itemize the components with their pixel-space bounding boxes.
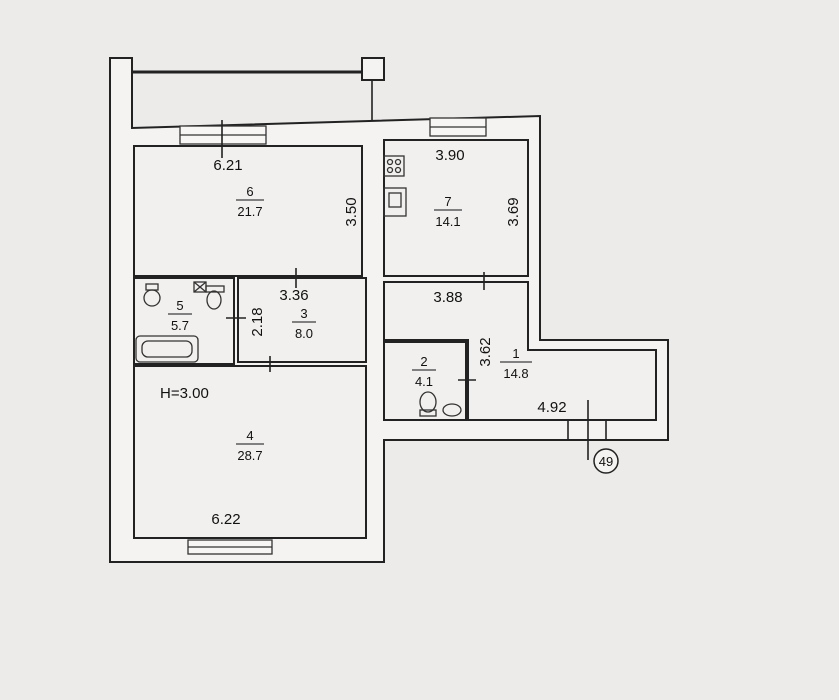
- dim-room6-width: 6.21: [213, 157, 242, 174]
- room-3-number: 3: [300, 306, 307, 321]
- room-6-area: 21.7: [237, 204, 262, 219]
- room-1: [383, 281, 657, 421]
- window: [187, 539, 273, 555]
- room-6: [133, 145, 363, 277]
- axis-marker: 49: [593, 448, 619, 474]
- room-3-area: 8.0: [295, 326, 313, 341]
- dim-room3-width: 3.36: [279, 287, 308, 304]
- room-1-number: 1: [512, 346, 519, 361]
- toilet-icon: [205, 285, 225, 310]
- room-3: [237, 277, 367, 363]
- room-2-number: 2: [420, 354, 427, 369]
- window: [179, 125, 267, 145]
- svg-text:49: 49: [599, 454, 613, 469]
- room-6-number: 6: [246, 184, 253, 199]
- room-5-area: 5.7: [171, 318, 189, 333]
- dim-room4-width: 6.22: [211, 511, 240, 528]
- room-2-area: 4.1: [415, 374, 433, 389]
- room-5-number: 5: [176, 298, 183, 313]
- room-7-number: 7: [444, 194, 451, 209]
- kitchen-sink-icon: [383, 187, 407, 217]
- dim-room1-depth: 3.62: [477, 337, 494, 366]
- washbasin-icon: [442, 403, 462, 417]
- entrance-opening: [567, 420, 607, 440]
- room-4: [133, 365, 367, 539]
- balcony: [132, 57, 385, 120]
- dim-room7-depth: 3.69: [505, 197, 522, 226]
- room-7: [383, 139, 529, 277]
- dim-room3-depth: 2.18: [249, 307, 266, 336]
- dim-room1-lower-width: 4.92: [537, 399, 566, 416]
- stove-icon: [383, 155, 405, 177]
- dim-room7-width: 3.90: [435, 147, 464, 164]
- room-7-area: 14.1: [435, 214, 460, 229]
- bathtub-icon: [135, 335, 199, 363]
- room-1-area: 14.8: [503, 366, 528, 381]
- ceiling-height-label: H=3.00: [160, 385, 209, 402]
- window: [429, 117, 487, 137]
- dim-room6-depth: 3.50: [343, 197, 360, 226]
- room-4-area: 28.7: [237, 448, 262, 463]
- room-4-number: 4: [246, 428, 253, 443]
- dim-room1-width: 3.88: [433, 289, 462, 306]
- washbasin-icon: [143, 283, 161, 307]
- room-2: [383, 341, 467, 421]
- dimension-ticks: [221, 120, 589, 460]
- toilet-icon: [419, 391, 437, 417]
